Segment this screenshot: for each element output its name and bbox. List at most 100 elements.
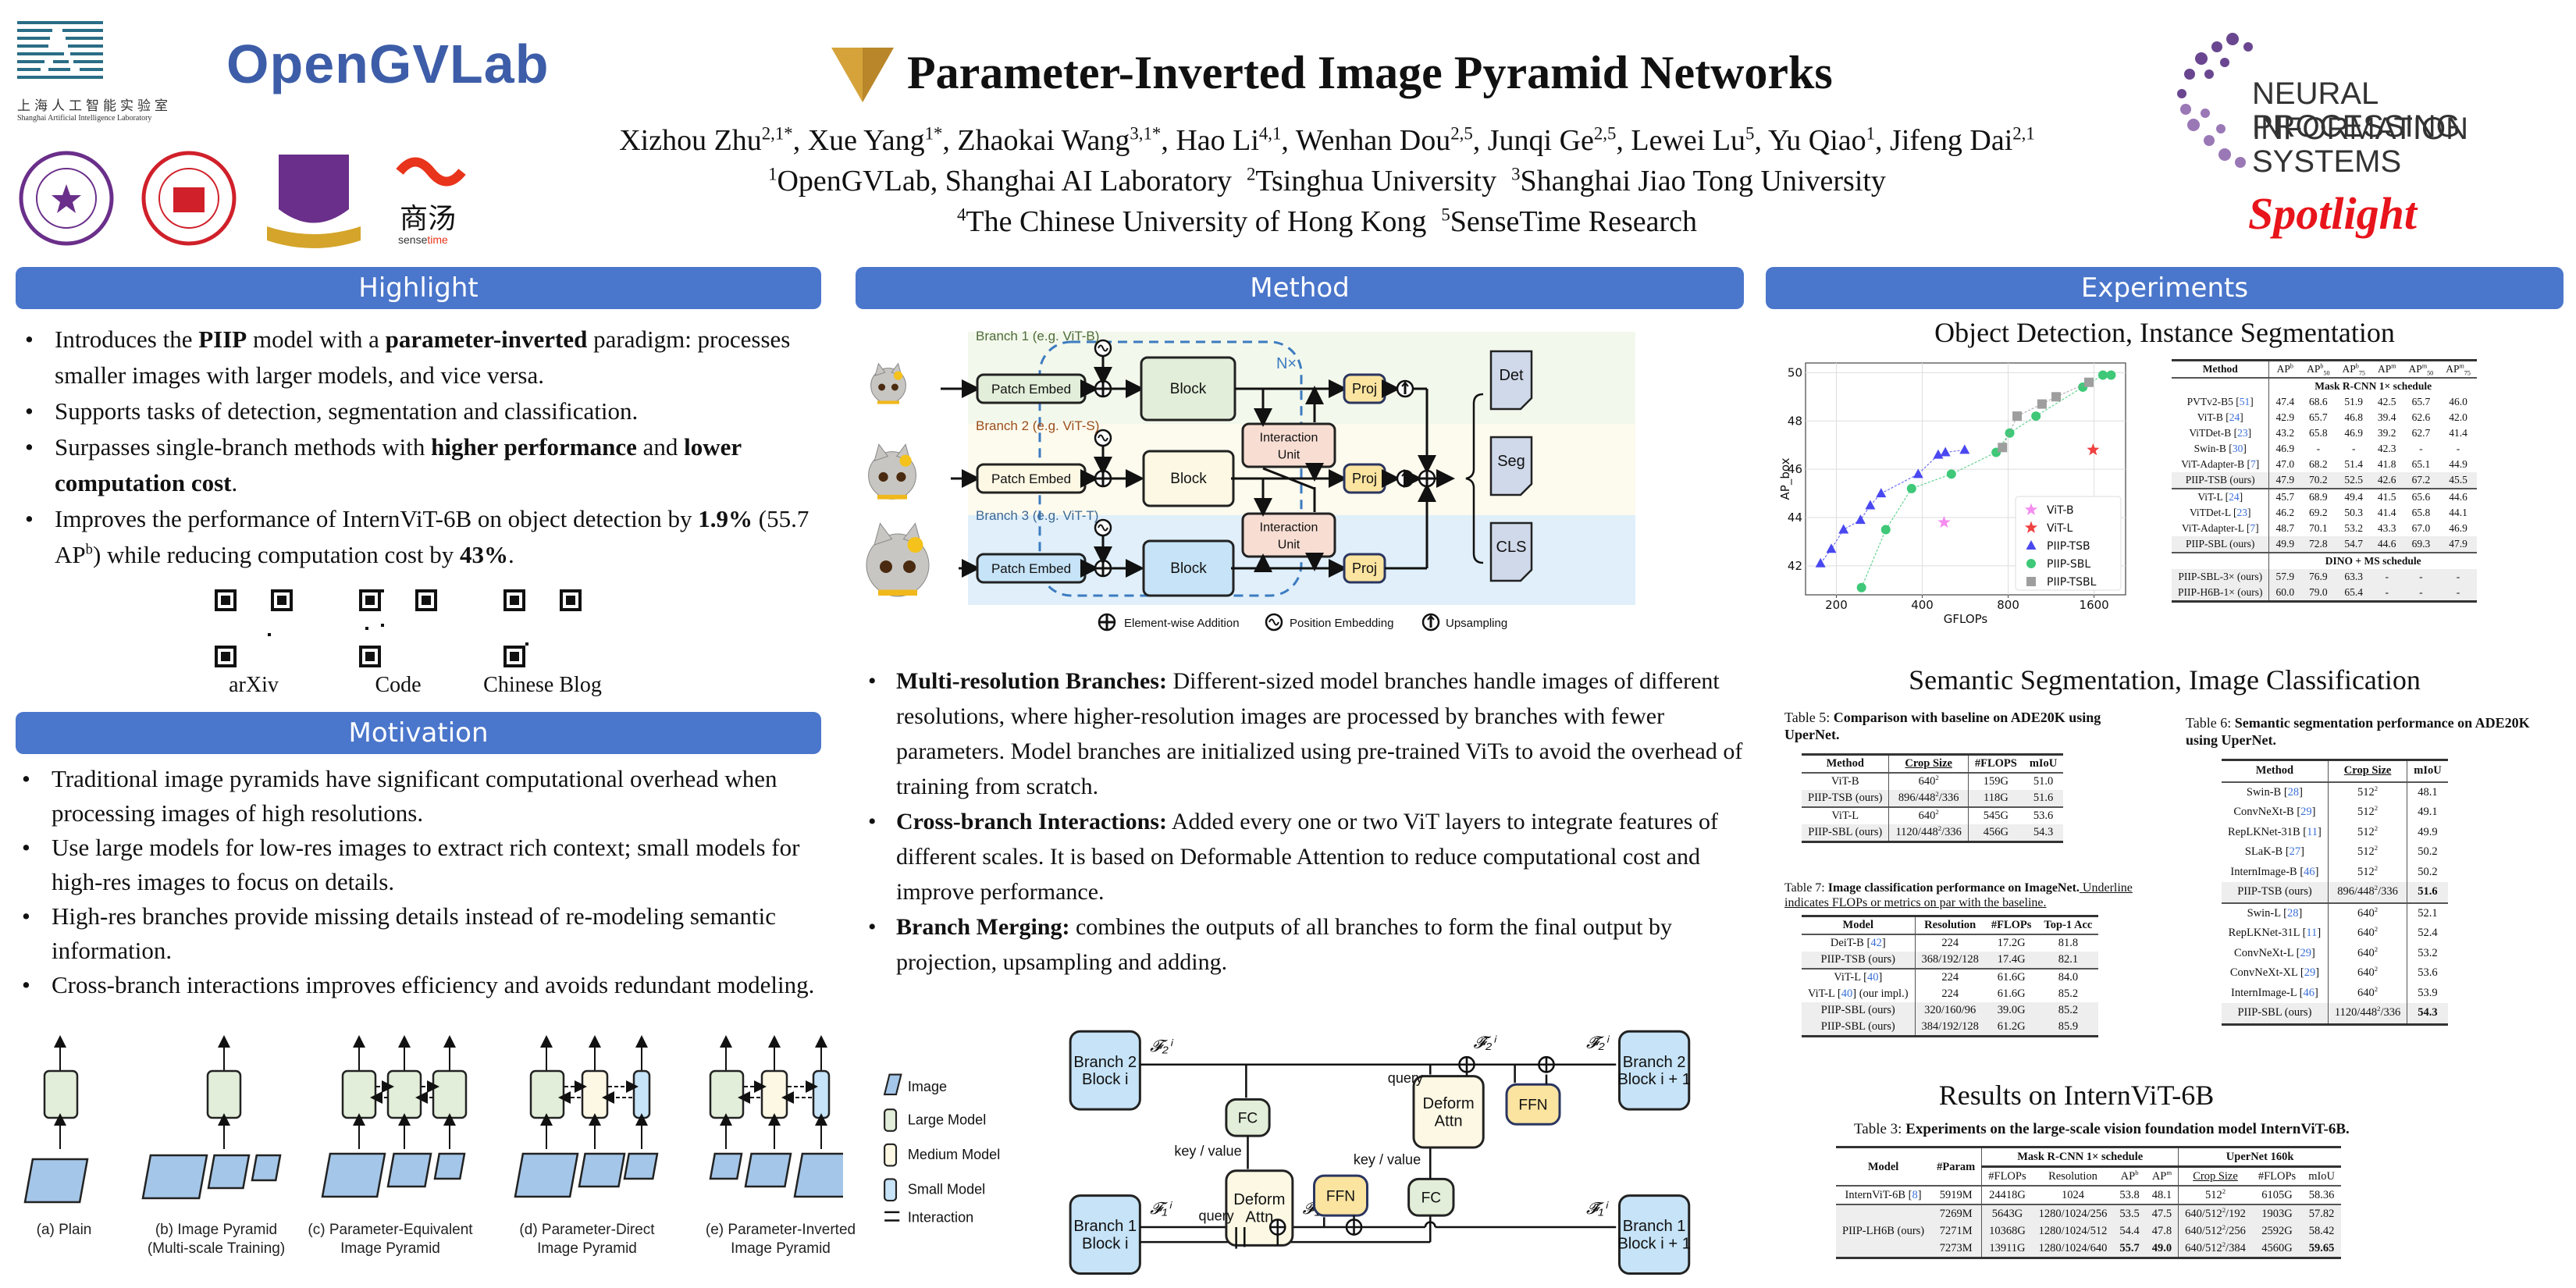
author: Wenhan Dou2,5 [1295,123,1473,157]
caption-line: (Multi-scale Training) [147,1240,286,1257]
qr-code-icon [215,589,293,667]
value-cell: - [2419,586,2423,598]
value-cell: 57.9 [2275,571,2295,582]
y-axis-label: AP_box [1780,457,1793,500]
up-arrowhead [1401,381,1409,387]
method-cell: ConvNeXt-B [29] [2222,802,2329,823]
method-cell: PIIP-H6B-1× (ours) [2172,585,2270,602]
tsinghua-logo-icon [19,151,114,246]
column-header: APb75 [2342,362,2365,377]
output-doc-icon [1489,436,1533,496]
column-header: Crop Size [1888,754,1969,773]
output-doc-icon [1489,521,1533,582]
method-item: Cross-branch Interactions: Added every o… [859,804,1749,909]
model-block [812,1069,831,1119]
table3-caption: Table 3: Experiments on the large-scale … [1854,1121,2350,1137]
motivation-list: Traditional image pyramids have signific… [12,762,840,1002]
data-point-piip-sbl [2097,370,2108,380]
y-tick-label: 44 [1788,511,1802,525]
value-cell: 43.3 [2377,522,2396,534]
data-point-piip-tsb [1815,557,1826,568]
miou-cell: 50.2 [2418,845,2438,858]
legend-label: Position Embedding [1290,617,1393,630]
image-parallelogram [623,1152,659,1180]
value-cell: 69.3 [2411,538,2431,550]
legend-box [2015,496,2122,591]
value-cell: 68.2 [2309,458,2328,470]
method-cell: PVTv2-B5 [51] [2172,394,2270,410]
method-cell: PIIP-SBL-3× (ours) [2172,569,2270,585]
interaction-unit-box-label: Interaction [1260,521,1318,535]
branch2-block-i1 [1618,1030,1691,1111]
flops-cell: 39.0G [1997,1004,2026,1016]
acc-cell: 85.9 [2058,1020,2079,1033]
method-cell: Swin-B [30] [2172,441,2270,457]
motivation-item: Traditional image pyramids have signific… [12,762,840,831]
value-cell: 6105G [2261,1189,2293,1201]
shlab-logo-icon [17,21,103,79]
crop-cell: 6402 [2328,963,2408,984]
figure-caption: (b) Image Pyramid(Multi-scale Training) [107,1221,326,1258]
data-point-piip-tsbl [1998,443,2008,453]
deform-attn-box-1-label: Deform [1233,1191,1285,1208]
neurips-dots-icon [2177,33,2253,168]
schedule-row: Mask R-CNN 1× schedule [2172,378,2477,394]
model-cell: PIIP-LH6B (ours) [1842,1225,1925,1237]
cuhk-logo-icon [267,155,361,248]
qr-code[interactable] [359,589,437,667]
feature-f1-tilde: 𝓕̃₁ⁱ [1586,1199,1609,1218]
model-cell: PIIP-SBL (ours) [1802,1019,1916,1037]
data-point-piip-tsbl [2051,392,2062,402]
value-cell: 67.0 [2411,522,2431,534]
cat-collar [877,494,907,500]
caption-line: Image Pyramid [340,1240,440,1257]
qr-arxiv[interactable] [215,589,293,667]
affiliation: 5SenseTime Research [1441,205,1698,238]
experiments-header: Experiments [1766,267,2564,309]
highlight-item: Improves the performance of InternViT-6B… [16,501,827,573]
image-parallelogram [386,1152,432,1188]
caption-line: Image Pyramid [731,1240,831,1257]
value-cell: 47.4 [2275,396,2295,407]
value-cell: 63.3 [2344,571,2364,582]
value-cell: - [2456,443,2460,454]
crop-cell: 5122 [2328,822,2408,842]
fc-box-2-label: FC [1421,1190,1442,1207]
miou-cell: 50.2 [2418,865,2438,878]
column-header: APm [2145,1166,2179,1186]
fc-box-1-label: FC [1238,1111,1258,1127]
value-cell: 42.5 [2377,396,2396,407]
cat-ear [874,362,886,376]
author: Junqi Ge2,5 [1487,123,1617,157]
value-cell: 5643G [1991,1208,2023,1220]
motivation-item: Cross-branch interactions improves effic… [12,968,840,1002]
qr-blog[interactable] [503,589,582,667]
pyramid-icon [831,48,894,102]
branch-label: Branch 1 (e.g. ViT-B) [976,329,1099,343]
output-doc-icon [1489,350,1533,411]
image-parallelogram [578,1152,626,1188]
legend-label: Medium Model [908,1147,1000,1162]
y-tick-label: 42 [1788,559,1802,573]
x-axis-label: GFLOPs [1944,612,1988,626]
qr-code-icon [359,589,437,667]
miou-cell: 53.2 [2418,946,2438,959]
wave [1268,618,1279,626]
branch-label: Branch 2 (e.g. ViT-S) [976,418,1099,433]
author: Jifeng Dai2,1 [1890,123,2035,157]
ffn-box-2 [1505,1083,1561,1126]
value-cell: - [2316,443,2321,454]
branch2-block-i1-label: Block i + 1 [1617,1071,1691,1088]
